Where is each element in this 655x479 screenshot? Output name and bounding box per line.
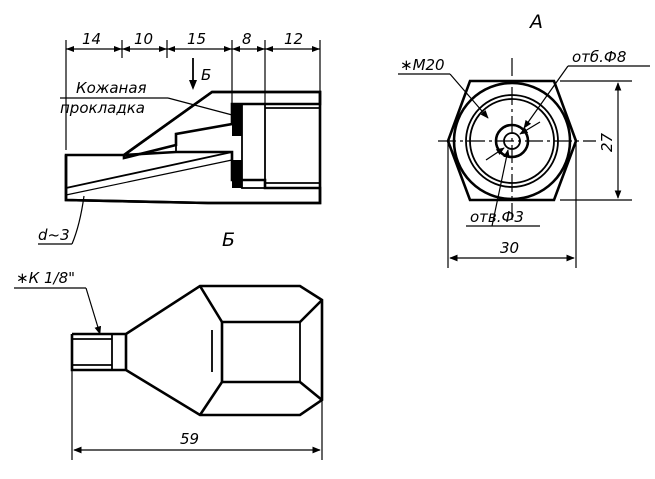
- leather-label-line2: прокладка: [60, 99, 145, 117]
- end-view: А ∗M20 отб.Ф8 отв.Ф3 27 30: [398, 11, 650, 268]
- side-view: Б ∗К 1/8" 59: [14, 229, 324, 460]
- length-dim: 59: [180, 430, 199, 448]
- leather-gasket-lower: [232, 160, 242, 188]
- thread-label: ∗M20: [400, 56, 445, 74]
- thread-circle: [452, 81, 572, 201]
- end-view-letter: А: [528, 11, 543, 33]
- dim-15: 15: [187, 30, 206, 48]
- section-body: [64, 90, 322, 205]
- side-view-letter: Б: [222, 229, 235, 251]
- dim-10: 10: [134, 30, 153, 48]
- side-thread-label: ∗К 1/8": [16, 269, 75, 287]
- leather-label-line1: Кожаная: [76, 79, 147, 97]
- hole-small-label: отв.Ф3: [470, 208, 524, 226]
- section-marker-label: Б: [201, 66, 211, 84]
- section-arrow: Б: [189, 58, 211, 90]
- leather-gasket-upper: [232, 104, 242, 136]
- hole-large-label: отб.Ф8: [572, 48, 626, 66]
- top-dimension-chain: 14 10 15 8 12: [65, 30, 321, 150]
- diameter-callout: d~3: [38, 195, 85, 245]
- diameter-label: d~3: [38, 226, 70, 244]
- dim-8: 8: [242, 30, 252, 48]
- section-view: 14 10 15 8 12 Б: [38, 30, 322, 245]
- height-dim: 27: [598, 132, 616, 152]
- leather-label: Кожаная прокладка: [60, 79, 237, 117]
- dim-14: 14: [82, 30, 101, 48]
- dim-12: 12: [284, 30, 303, 48]
- width-dim: 30: [500, 239, 519, 257]
